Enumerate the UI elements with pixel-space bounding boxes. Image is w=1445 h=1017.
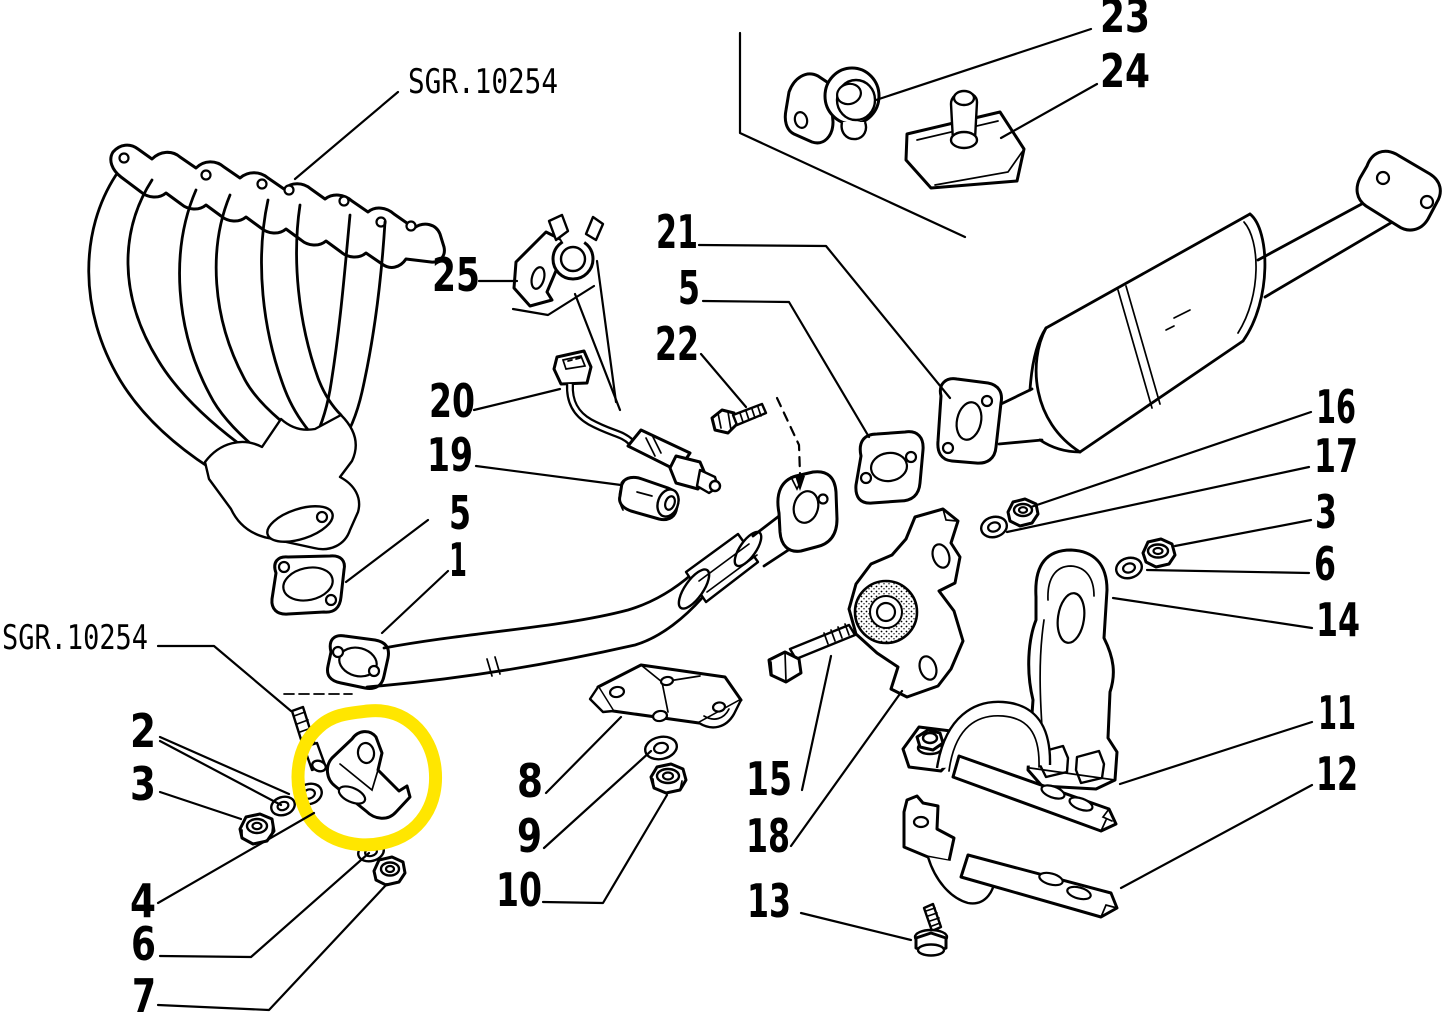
- leader-17: [1005, 465, 1311, 534]
- leader-22: [699, 352, 748, 409]
- hanger-mount-24: [904, 89, 1026, 190]
- hanger-grommet-23: [783, 66, 881, 145]
- callout-labels: SGR.10254 SGR.10254 23 24 25 21 5 22 20 …: [2, 0, 1360, 1017]
- group-ref-bottom: SGR.10254: [2, 618, 148, 658]
- callout-22: 22: [655, 317, 699, 371]
- leader-sgr-top: [293, 90, 400, 181]
- leader-14: [1111, 596, 1314, 630]
- callout-18: 18: [746, 809, 790, 863]
- highlight-ring: [291, 704, 443, 852]
- callout-4: 4: [130, 874, 156, 928]
- leader-19: [474, 464, 623, 487]
- group-ref-top: SGR.10254: [408, 62, 558, 102]
- bolt-13: [913, 902, 949, 957]
- nut-3-right: [1141, 537, 1177, 569]
- leader-13: [799, 911, 913, 942]
- pipe-clamp-11: [901, 700, 1118, 833]
- callout-17: 17: [1314, 429, 1358, 483]
- hanger-bracket-18: [847, 507, 965, 699]
- callout-23: 23: [1100, 0, 1150, 43]
- leader-21: [697, 243, 952, 400]
- nut-3-left: [238, 812, 276, 846]
- callout-5-middle: 5: [678, 261, 700, 315]
- leader-9: [542, 749, 653, 850]
- leader-lines: [156, 27, 1314, 1012]
- callout-6-right: 6: [1314, 537, 1336, 591]
- leader-sgr-bottom: [156, 644, 293, 713]
- callout-25: 25: [432, 248, 480, 302]
- front-exhaust-pipe: [365, 396, 839, 689]
- callout-24: 24: [1100, 44, 1150, 98]
- sensor-protector-19: [618, 475, 680, 522]
- support-bracket-8: [588, 663, 743, 729]
- leader-18: [789, 689, 904, 848]
- bracket-4: [326, 730, 412, 820]
- gasket-5-middle: [854, 430, 925, 505]
- callout-19: 19: [427, 428, 473, 482]
- callout-15: 15: [746, 752, 792, 806]
- callout-8: 8: [517, 754, 543, 808]
- leader-6-right: [1145, 568, 1311, 575]
- callout-3-left: 3: [130, 757, 156, 811]
- leader-10: [541, 793, 669, 905]
- divider-line: [738, 31, 967, 239]
- callout-12: 12: [1316, 747, 1358, 801]
- callout-11: 11: [1318, 686, 1356, 740]
- callout-1: 1: [449, 533, 467, 587]
- callout-13: 13: [747, 874, 791, 928]
- washer-9: [643, 735, 679, 761]
- leader-1: [380, 569, 450, 635]
- callout-9: 9: [517, 809, 542, 863]
- sensor-cable-clamp-25: [511, 213, 622, 412]
- gasket-5-left: [270, 554, 346, 616]
- catalytic-converter: [936, 149, 1442, 465]
- callout-10: 10: [496, 863, 542, 917]
- leader-7: [156, 882, 389, 1012]
- leader-12: [1119, 783, 1314, 890]
- pedestal-bracket-14: [1026, 548, 1119, 791]
- callout-3-right: 3: [1315, 485, 1337, 539]
- nut-10: [649, 762, 688, 795]
- leader-2: [158, 735, 291, 807]
- callout-6-left: 6: [131, 917, 156, 971]
- lower-bracket-12: [902, 794, 1119, 919]
- leader-4: [156, 811, 316, 905]
- leader-16: [1029, 410, 1313, 509]
- leader-11: [1118, 720, 1314, 786]
- callout-16: 16: [1316, 380, 1356, 434]
- oxygen-sensor-20: [552, 349, 722, 495]
- washer-6-right: [1114, 556, 1144, 580]
- exhaust-manifold: [87, 143, 446, 551]
- callout-21: 21: [656, 205, 698, 259]
- callout-7: 7: [132, 969, 156, 1017]
- leader-8: [544, 715, 623, 795]
- callout-20: 20: [429, 374, 475, 428]
- leader-3-left: [158, 790, 243, 821]
- nut-7: [372, 855, 407, 887]
- leader-15: [800, 654, 833, 792]
- callout-2: 2: [130, 704, 156, 758]
- leader-20: [472, 387, 562, 412]
- leader-24: [999, 82, 1099, 140]
- washer-17: [979, 515, 1009, 539]
- nut-16: [1006, 497, 1040, 528]
- bolt-15: [767, 623, 857, 684]
- gasket-1: [326, 634, 390, 690]
- callout-14: 14: [1316, 593, 1360, 647]
- leader-5-left: [344, 518, 430, 584]
- leader-3-right: [1173, 518, 1313, 548]
- leader-5-middle: [701, 299, 871, 439]
- leader-6-left: [158, 851, 371, 959]
- leader-23: [874, 27, 1093, 102]
- bolt-22: [710, 402, 768, 435]
- callout-5-left: 5: [449, 486, 471, 540]
